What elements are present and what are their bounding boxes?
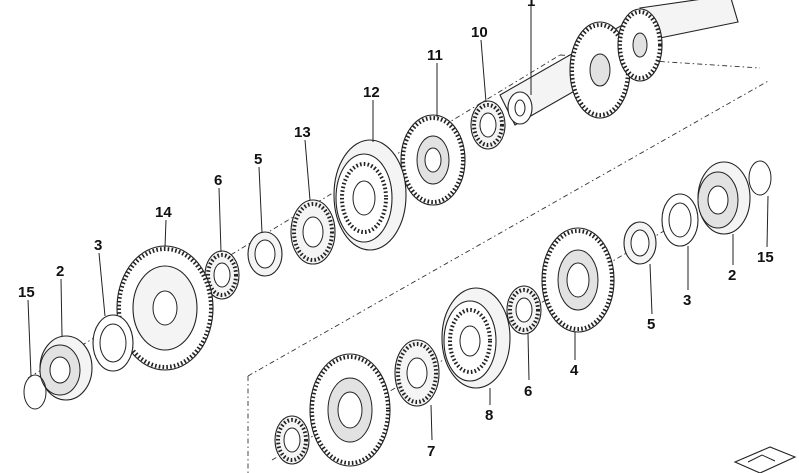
synchro-hub-8-splines: [448, 308, 492, 374]
shaft-gear-small-hub: [632, 32, 648, 58]
gear-11: [400, 114, 466, 206]
label-part-4: 4: [570, 362, 579, 379]
shaft-gear-small-teeth: [618, 10, 662, 80]
needle-bearing-10-bore: [479, 112, 497, 138]
lower-shaft-axis: [247, 79, 771, 377]
label-part-12: 12: [363, 84, 380, 101]
circlip-15-left: [23, 374, 47, 410]
label-part-6-upper: 6: [214, 172, 222, 189]
label-part-10: 10: [471, 24, 488, 41]
circlip-15-right-ring: [748, 160, 772, 196]
washer-3-right-bore: [668, 202, 692, 238]
label-part-14: 14: [155, 204, 172, 221]
leader-14: [164, 219, 167, 248]
ring-5-lower-bore: [630, 229, 650, 257]
label-part-8: 8: [485, 407, 493, 424]
catalog-symbol-check: [747, 454, 776, 463]
leader-15-right: [766, 195, 769, 248]
leader-13: [304, 139, 311, 201]
leader-6-lower: [527, 333, 530, 381]
gear-lower-bore: [337, 391, 363, 429]
label-part-2-right: 2: [728, 267, 736, 284]
shaft-gear-large-hub: [589, 53, 611, 87]
leader-6-upper: [218, 187, 222, 253]
leader-7: [430, 404, 433, 441]
ball-bearing-2-left: [39, 335, 93, 401]
label-part-3-left: 3: [94, 237, 102, 254]
sleeve-13-bore: [302, 216, 324, 248]
gear-11-bore: [424, 147, 442, 173]
needle-bearing-lower-rollers: [276, 418, 308, 462]
leader-10: [480, 39, 487, 103]
ring-5-upper-bore: [254, 239, 276, 269]
synchro-hub-8-bore: [459, 325, 481, 357]
leader-lines: [27, 2, 769, 441]
leader-5-upper: [258, 166, 263, 234]
label-part-1: 1: [527, 0, 535, 10]
needle-bearing-6-upper-bore: [213, 262, 231, 288]
shaft-collar-bore: [514, 99, 526, 117]
sleeve-7: [394, 339, 440, 407]
label-part-7: 7: [427, 443, 435, 460]
ring-5-upper: [247, 231, 283, 277]
catalog-symbol-icon: [733, 446, 797, 473]
ball-bearing-2-left-bore: [49, 356, 71, 384]
synchro-hub-8: [441, 287, 511, 389]
gear-11-teeth: [401, 116, 465, 204]
gear-14: [116, 245, 214, 371]
label-part-11: 11: [427, 47, 443, 64]
gear-4: [541, 227, 615, 333]
part-labels: 1 10 11 12 13 5 6 14 3 2 15 15 2 3 5 4 6…: [18, 0, 774, 460]
label-part-15-left: 15: [18, 284, 35, 301]
needle-bearing-10: [470, 100, 506, 150]
sleeve-7-bore: [406, 357, 428, 389]
needle-bearing-6-lower-bore: [515, 297, 533, 323]
label-part-2-left: 2: [56, 263, 64, 280]
needle-bearing-10-rollers: [472, 103, 504, 147]
ball-bearing-2-right-bore: [707, 185, 729, 215]
leader-5-lower: [649, 263, 653, 315]
label-part-5-lower: 5: [647, 316, 655, 333]
circlip-15-right: [748, 160, 772, 196]
synchro-hub-12: [333, 139, 407, 251]
needle-bearing-6-upper-rollers: [206, 253, 238, 297]
leader-3-left: [98, 252, 106, 317]
washer-3-right: [661, 193, 699, 247]
needle-bearing-lower: [274, 415, 310, 465]
ring-5-lower: [623, 221, 657, 265]
label-part-6-lower: 6: [524, 383, 532, 400]
needle-bearing-lower-bore: [283, 427, 301, 453]
circlip-15-left-ring: [23, 374, 47, 410]
needle-bearing-6-lower: [506, 285, 542, 335]
leader-2-left: [60, 278, 63, 337]
sleeve-13: [290, 199, 336, 265]
catalog-symbol-plate: [733, 446, 797, 473]
washer-3-left: [92, 314, 134, 372]
needle-bearing-6-lower-rollers: [508, 288, 540, 332]
gear-4-teeth: [542, 229, 614, 331]
synchro-hub-12-bore: [352, 180, 376, 216]
gear-14-teeth: [117, 247, 213, 369]
label-part-3-right: 3: [683, 292, 691, 309]
synchro-hub-12-splines: [340, 162, 388, 234]
washer-3-left-bore: [99, 323, 127, 363]
ball-bearing-2-right: [697, 161, 751, 235]
main-shaft: [499, 0, 739, 126]
gear-lower-teeth: [310, 355, 390, 465]
gear-4-bore: [566, 262, 590, 298]
label-part-15-right: 15: [757, 249, 774, 266]
gear-14-bore: [152, 290, 178, 326]
label-part-5-upper: 5: [254, 151, 262, 168]
label-part-13: 13: [294, 124, 311, 141]
gear-lower: [309, 353, 391, 467]
leader-15-left: [27, 299, 32, 377]
sleeve-7-splines: [396, 342, 438, 404]
sleeve-13-splines: [292, 202, 334, 262]
needle-bearing-6-upper: [204, 250, 240, 300]
